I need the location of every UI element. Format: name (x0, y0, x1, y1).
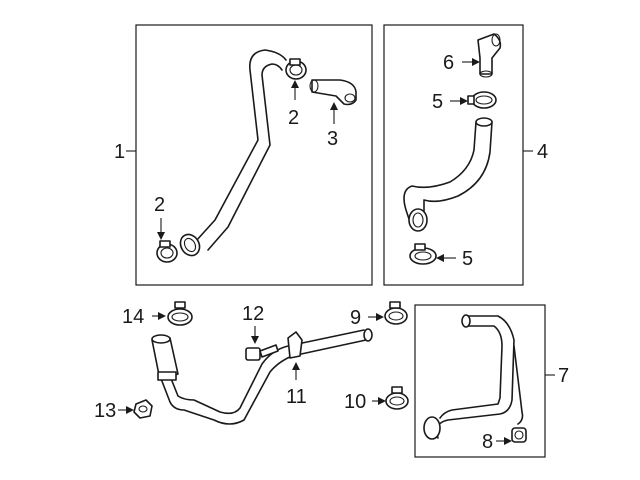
group-box-7 (414, 304, 546, 458)
callout-14: 14 (122, 306, 144, 328)
hose-clamp-2-upper (285, 58, 307, 80)
group-box-1 (135, 24, 373, 286)
hose-clamp-10 (385, 386, 409, 410)
hose-clamp-5-lower (409, 243, 437, 265)
hose-clamp-9 (384, 301, 408, 325)
callout-3: 3 (327, 128, 338, 150)
bypass-hose (423, 314, 524, 440)
callout-13: 13 (94, 400, 116, 422)
callout-4: 4 (537, 141, 548, 163)
hose-clamp-2-lower (156, 240, 178, 263)
fitting-8 (511, 427, 527, 443)
inlet-tube (151, 334, 179, 381)
callout-2-upper: 2 (288, 107, 299, 129)
hose-clamp-5-upper (467, 91, 497, 109)
callout-5-upper: 5 (432, 91, 443, 113)
pipe-bracket-11 (287, 331, 303, 359)
lower-coolant-hose (403, 117, 493, 232)
callout-11: 11 (286, 386, 307, 408)
callout-2-lower: 2 (154, 194, 165, 216)
callout-8: 8 (482, 431, 493, 453)
coolant-pipe (159, 328, 373, 425)
callout-12: 12 (242, 303, 264, 325)
hose-clamp-14 (167, 301, 193, 326)
elbow-hose-3 (309, 79, 357, 106)
callout-9: 9 (350, 307, 361, 329)
elbow-connector-6 (477, 33, 502, 78)
callout-7: 7 (558, 365, 569, 387)
bolt-12 (245, 344, 279, 361)
callout-10: 10 (344, 391, 366, 413)
nut-13 (133, 399, 153, 419)
group-box-4 (383, 24, 524, 286)
callout-1: 1 (114, 141, 125, 163)
callout-6: 6 (443, 52, 454, 74)
upper-coolant-hose (179, 49, 287, 257)
callout-5-lower: 5 (462, 248, 473, 270)
